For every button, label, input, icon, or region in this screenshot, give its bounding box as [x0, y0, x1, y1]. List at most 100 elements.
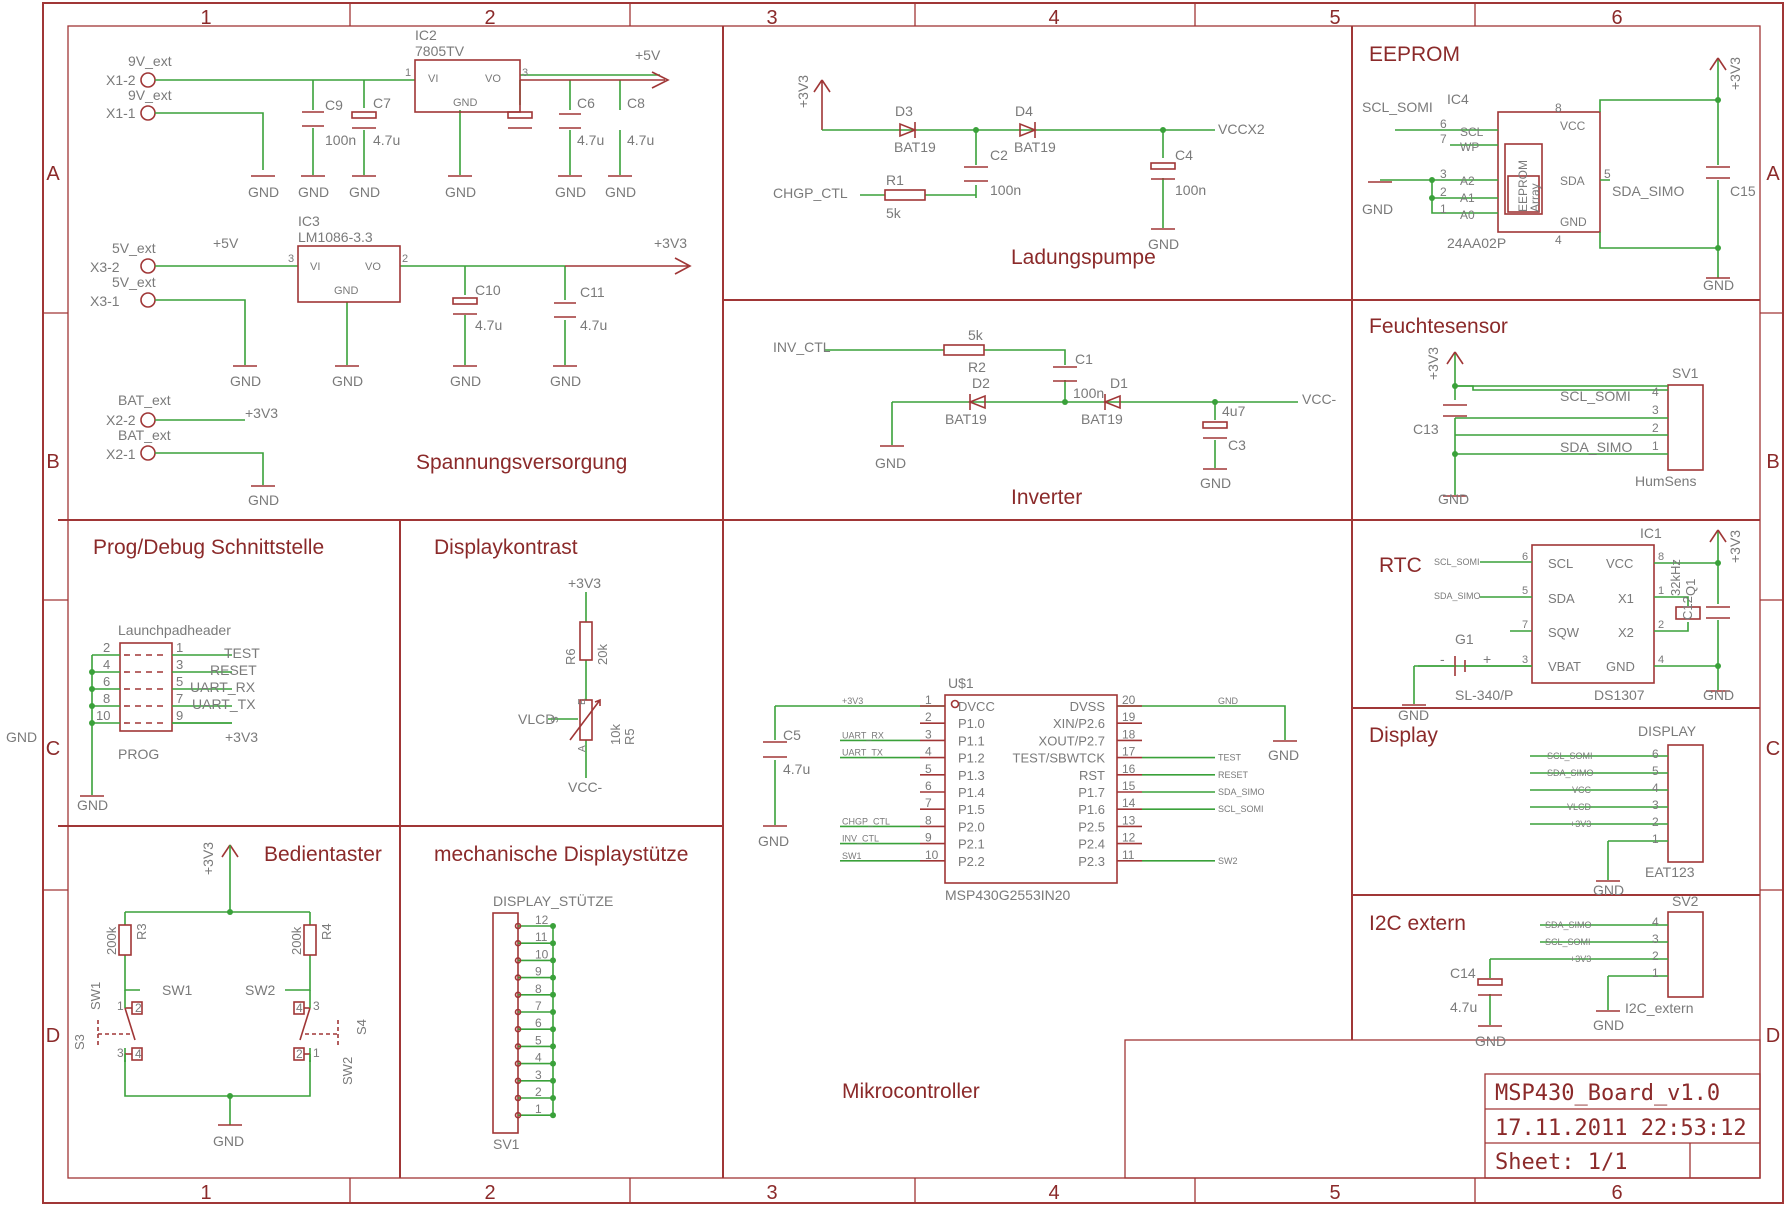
standoff-junction: [550, 1026, 556, 1033]
chgp-ctl-label: CHGP_CTL: [773, 185, 848, 201]
mcu-right-pin-name: P1.6: [1078, 802, 1105, 817]
gnd-label-rtc-2: GND: [1703, 687, 1734, 703]
mcu-left-pin-number: 9: [925, 831, 932, 845]
mcu-right-pin-number: 16: [1122, 762, 1136, 776]
standoff-pin-label: 10: [535, 947, 549, 961]
c6-ref: C6: [577, 95, 595, 111]
rtc-x1-pin: X1: [1618, 591, 1634, 606]
prog-sig-uart-rx: UART_RX: [190, 679, 256, 695]
prog-sig-test: TEST: [224, 645, 260, 661]
eeprom-wp-pin: WP: [1460, 140, 1479, 154]
eeprom-scl-net: SCL_SOMI: [1362, 99, 1433, 115]
section-dividers: [58, 26, 1760, 1178]
row-label-d-left: D: [46, 1025, 60, 1047]
c12-ref: C12: [1680, 596, 1695, 620]
s3-ref: S3: [72, 1034, 87, 1050]
label-9v-ext-b: 9V_ext: [128, 87, 172, 103]
prog-pin-6: 6: [103, 674, 110, 689]
mcu-right-pin-number: 19: [1122, 710, 1136, 724]
standoff-junction: [550, 991, 556, 998]
mcu-left-pin-number: 4: [925, 745, 932, 759]
net-3v3-out-label: +3V3: [654, 235, 687, 251]
eeprom-a1-pin: A1: [1460, 191, 1475, 205]
q1-ref: Q1: [1683, 579, 1698, 596]
c10-val: 4.7u: [475, 317, 502, 333]
i2c-pin1: 1: [1652, 966, 1659, 980]
g1-value: SL-340/P: [1455, 687, 1513, 703]
standoff-pin-mark: [514, 1077, 522, 1085]
gnd-label-inv-1: GND: [875, 455, 906, 471]
inv-ctl-label: INV_CTL: [773, 339, 831, 355]
ic2-value: 7805TV: [415, 43, 465, 59]
mcu-right-pin-number: 18: [1122, 727, 1136, 741]
c8-val: 4.7u: [627, 132, 654, 148]
rtc-scl-net: SCL_SOMI: [1434, 557, 1480, 567]
rtc-pin1: 1: [1658, 585, 1664, 597]
title-i2c-extern: I2C extern: [1369, 912, 1466, 935]
standoff-pin-mark: [514, 939, 522, 947]
label-bat-ext-a: BAT_ext: [118, 392, 171, 408]
r5-e: E: [577, 698, 588, 705]
mcu-left-pin-number: 6: [925, 779, 932, 793]
sw2-pin2: 2: [296, 1047, 303, 1061]
r1-val: 5k: [886, 205, 902, 221]
prog-sig-uart-tx: UART_TX: [192, 696, 256, 712]
standoff-pin-mark: [514, 957, 522, 964]
disp-pin2: 2: [1652, 815, 1659, 829]
standoff-pin-label: 4: [535, 1051, 542, 1065]
sw2-pin3: 3: [313, 999, 320, 1013]
standoff-pin-mark: [514, 922, 522, 930]
gnd-label-mcu-2: GND: [1268, 747, 1299, 763]
c3-ref: C3: [1228, 437, 1246, 453]
col-label-4-top: 4: [1048, 7, 1059, 29]
humidity-name: HumSens: [1635, 473, 1696, 489]
standoff-pin-label: 2: [535, 1085, 542, 1099]
gnd-label-prog: GND: [77, 797, 108, 813]
d1-ref: D1: [1110, 375, 1128, 391]
i2c-sda-net: SDA_SIMO: [1545, 920, 1592, 930]
prog-pin-5: 5: [176, 674, 183, 689]
mcu-left-pin-number: 1: [925, 693, 932, 707]
rtc-pin4: 4: [1658, 654, 1664, 666]
standoff-pin-mark: [514, 1060, 522, 1067]
label-x2-2: X2-2: [106, 412, 136, 428]
ic3-pin3: 3: [288, 253, 294, 265]
mcu-left-pin-name: P2.1: [958, 837, 985, 852]
d4-ref: D4: [1015, 103, 1033, 119]
gnd-label-1: GND: [248, 184, 279, 200]
mcu-left-net-label: SW1: [842, 851, 862, 861]
mcu-left-pin-name: P1.0: [958, 716, 985, 731]
humidity-section: 4 3 2 1 SV1 HumSens SCL_SOMI SDA_SIMO C1…: [1413, 347, 1704, 507]
c5-val: 4.7u: [783, 761, 810, 777]
rtc-scl-pin: SCL: [1548, 556, 1573, 571]
standoff-pin-label: 8: [535, 982, 542, 996]
net-3v3-bat-label: +3V3: [245, 405, 278, 421]
mcu-right-pin-name: P1.7: [1078, 785, 1105, 800]
i2c-pin2: 2: [1652, 949, 1659, 963]
r4-ref: R4: [319, 923, 334, 940]
d2-ref: D2: [972, 375, 990, 391]
mcu-right-pin-name: P2.5: [1078, 819, 1105, 834]
humidity-scl-net: SCL_SOMI: [1560, 388, 1631, 404]
disp-pin6: 6: [1652, 747, 1659, 761]
rtc-value: DS1307: [1594, 687, 1645, 703]
gnd-label-10: GND: [550, 373, 581, 389]
c1-ref: C1: [1075, 351, 1093, 367]
r2-val: 5k: [968, 327, 984, 343]
d4-val: BAT19: [1014, 139, 1056, 155]
i2c-sv2-ref: SV2: [1672, 893, 1699, 909]
mcu-left-pin-number: 3: [925, 727, 932, 741]
prog-pin-7: 7: [176, 691, 183, 706]
i2c-pin4: 4: [1652, 915, 1659, 929]
display-section: 6 5 4 3 2 1 SCL_SOMI SDA_SIMO VCC VLCD +…: [1530, 723, 1704, 898]
r1-ref: R1: [886, 172, 904, 188]
col-label-3-top: 3: [766, 7, 777, 29]
row-label-b-left: B: [46, 451, 59, 473]
title-mikrocontroller: Mikrocontroller: [842, 1080, 980, 1103]
column-ruler: [43, 3, 1783, 1203]
ic3-value: LM1086-3.3: [298, 229, 373, 245]
prog-sig-3v3: +3V3: [225, 729, 258, 745]
label-5v-ext-a: 5V_ext: [112, 240, 156, 256]
c3-val: 4u7: [1222, 403, 1246, 419]
sv1-pin4: 4: [1652, 385, 1659, 399]
